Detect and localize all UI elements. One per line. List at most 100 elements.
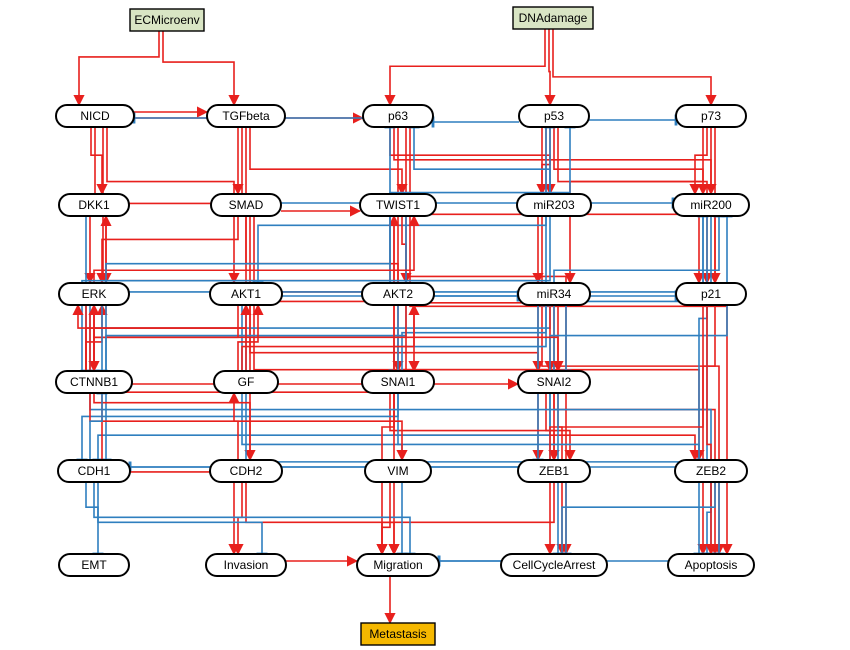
node-TWIST1-label: TWIST1 xyxy=(376,198,420,212)
node-Migration-box xyxy=(356,553,440,577)
node-AKT2[interactable]: AKT2 xyxy=(361,282,435,306)
edge-miR200-ZEB1 xyxy=(532,216,704,462)
edge-TGFbeta-ERK xyxy=(84,127,243,285)
node-Apoptosis[interactable]: Apoptosis xyxy=(667,553,755,577)
node-VIM-box xyxy=(364,459,432,483)
node-SMAD[interactable]: SMAD xyxy=(210,193,282,217)
node-miR34[interactable]: miR34 xyxy=(517,282,591,306)
node-Migration-label: Migration xyxy=(373,558,422,572)
node-VIM[interactable]: VIM xyxy=(364,459,432,483)
edge-GF-AKT2 xyxy=(241,303,420,371)
edge-ECMicroenv-TGFbeta xyxy=(162,31,240,107)
edge-CDH1-EMT xyxy=(85,482,104,556)
node-DNAdamage-label: DNAdamage xyxy=(519,11,588,25)
node-Invasion-label: Invasion xyxy=(224,558,269,572)
node-p73-box xyxy=(675,104,747,128)
node-miR200-label: miR200 xyxy=(690,198,732,212)
node-SMAD-box xyxy=(210,193,282,217)
edge-GF-AKT1 xyxy=(237,303,264,371)
node-TGFbeta-label: TGFbeta xyxy=(222,109,270,123)
node-miR200[interactable]: miR200 xyxy=(672,193,750,217)
node-miR203[interactable]: miR203 xyxy=(516,193,592,217)
node-Metastasis-label: Metastasis xyxy=(369,627,426,641)
edge-VIM-Migration xyxy=(376,482,391,556)
node-p73[interactable]: p73 xyxy=(675,104,747,128)
edge-AKT2-Migration xyxy=(376,305,395,556)
edge-CDH2-GF xyxy=(228,391,240,460)
node-p21[interactable]: p21 xyxy=(675,282,747,306)
edge-SNAI2-miR200 xyxy=(553,214,725,371)
node-DNAdamage[interactable]: DNAdamage xyxy=(512,6,594,30)
node-Metastasis-box xyxy=(360,622,436,646)
node-EMT[interactable]: EMT xyxy=(58,553,130,577)
node-p63[interactable]: p63 xyxy=(362,104,434,128)
edge-p63-Apoptosis xyxy=(409,127,733,556)
edge-CDH1-Migration xyxy=(93,482,416,556)
edge-CDH2-ERK xyxy=(88,303,251,460)
node-miR34-box xyxy=(517,282,591,306)
node-ERK[interactable]: ERK xyxy=(58,282,130,306)
edge-GF-ERK xyxy=(72,303,247,371)
edge-TWIST1-CDH1 xyxy=(100,216,407,462)
node-CTNNB1-box xyxy=(55,370,133,394)
node-TWIST1[interactable]: TWIST1 xyxy=(359,193,437,217)
edge-DNAdamage-p63 xyxy=(384,29,546,107)
node-TGFbeta[interactable]: TGFbeta xyxy=(206,104,286,128)
node-ERK-box xyxy=(58,282,130,306)
node-ZEB2-label: ZEB2 xyxy=(696,464,726,478)
node-SNAI1-box xyxy=(361,370,435,394)
node-p73-label: p73 xyxy=(701,109,721,123)
edge-p73-miR200 xyxy=(689,127,708,196)
edge-CDH1-CTNNB1 xyxy=(89,391,108,460)
node-Apoptosis-box xyxy=(667,553,755,577)
node-DKK1[interactable]: DKK1 xyxy=(58,193,130,217)
node-Migration[interactable]: Migration xyxy=(356,553,440,577)
node-VIM-label: VIM xyxy=(387,464,408,478)
edge-ZEB1-miR200 xyxy=(549,214,733,460)
edge-CTNNB1-Invasion xyxy=(101,393,240,556)
node-p21-box xyxy=(675,282,747,306)
node-Invasion[interactable]: Invasion xyxy=(205,553,287,577)
node-ZEB1-label: ZEB1 xyxy=(539,464,569,478)
node-DKK1-box xyxy=(58,193,130,217)
node-p63-label: p63 xyxy=(388,109,408,123)
node-SNAI2[interactable]: SNAI2 xyxy=(517,370,591,394)
edge-SMAD-ERK xyxy=(96,216,239,285)
edge-ECMicroenv-NICD xyxy=(73,31,160,107)
node-p53[interactable]: p53 xyxy=(518,104,590,128)
node-CDH2[interactable]: CDH2 xyxy=(209,459,283,483)
node-miR203-box xyxy=(516,193,592,217)
node-SNAI1-label: SNAI1 xyxy=(381,375,416,389)
node-ECMicroenv[interactable]: ECMicroenv xyxy=(129,8,205,32)
node-CDH2-label: CDH2 xyxy=(230,464,263,478)
edge-p73-miR34 xyxy=(564,127,704,285)
node-ECMicroenv-label: ECMicroenv xyxy=(134,13,199,27)
node-CTNNB1[interactable]: CTNNB1 xyxy=(55,370,133,394)
node-NICD-label: NICD xyxy=(80,109,110,123)
node-CDH1[interactable]: CDH1 xyxy=(57,459,131,483)
node-AKT1-box xyxy=(209,282,283,306)
node-CDH1-label: CDH1 xyxy=(78,464,111,478)
edge-SNAI1-ZEB1 xyxy=(389,393,576,462)
node-CellCycleArrest[interactable]: CellCycleArrest xyxy=(500,553,608,577)
edge-p21-Apoptosis xyxy=(705,305,717,556)
node-AKT1-label: AKT1 xyxy=(231,287,261,301)
node-CDH2-box xyxy=(209,459,283,483)
node-ZEB1[interactable]: ZEB1 xyxy=(517,459,591,483)
node-ZEB2[interactable]: ZEB2 xyxy=(674,459,748,483)
node-NICD[interactable]: NICD xyxy=(55,104,135,128)
node-AKT2-label: AKT2 xyxy=(383,287,413,301)
node-miR200-box xyxy=(672,193,750,217)
edge-AKT2-Apoptosis xyxy=(397,305,705,556)
node-AKT1[interactable]: AKT1 xyxy=(209,282,283,306)
node-miR203-label: miR203 xyxy=(533,198,575,212)
node-Metastasis[interactable]: Metastasis xyxy=(360,622,436,646)
node-miR34-label: miR34 xyxy=(537,287,572,301)
node-SNAI1[interactable]: SNAI1 xyxy=(361,370,435,394)
node-SMAD-label: SMAD xyxy=(229,198,264,212)
node-GF[interactable]: GF xyxy=(213,370,279,394)
edge-p73-Apoptosis xyxy=(697,127,716,556)
edge-CTNNB1-p63 xyxy=(105,125,396,371)
edge-TGFbeta-SNAI1 xyxy=(245,127,404,373)
